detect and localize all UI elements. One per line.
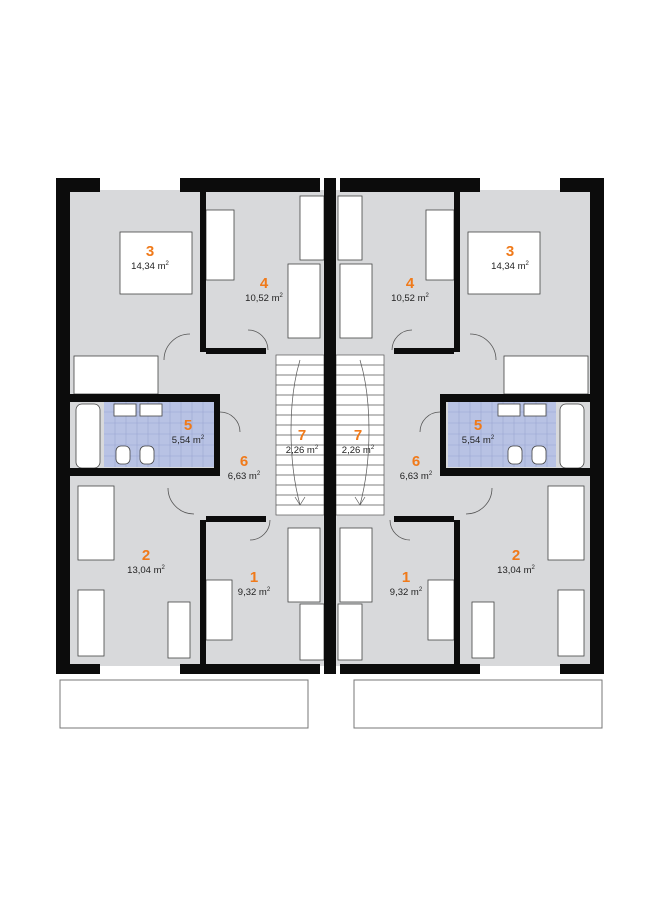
room-area: 14,34 m2 bbox=[131, 261, 169, 272]
room-number: 7 bbox=[298, 427, 306, 444]
room-area: 13,04 m2 bbox=[127, 565, 165, 576]
room-number: 6 bbox=[240, 453, 248, 470]
room-area: 5,54 m2 bbox=[172, 435, 205, 446]
room-number: 3 bbox=[506, 243, 514, 260]
room-number: 3 bbox=[146, 243, 154, 260]
room-number: 5 bbox=[184, 417, 192, 434]
room-number: 2 bbox=[512, 547, 520, 564]
walls bbox=[56, 178, 604, 674]
room-number: 1 bbox=[250, 569, 258, 586]
room-number: 5 bbox=[474, 417, 482, 434]
room-area: 6,63 m2 bbox=[400, 471, 433, 482]
room-area: 10,52 m2 bbox=[245, 293, 283, 304]
room-number: 4 bbox=[260, 275, 269, 292]
bathroom-tile-grid bbox=[104, 401, 556, 467]
room-area: 13,04 m2 bbox=[497, 565, 535, 576]
room-area: 14,34 m2 bbox=[491, 261, 529, 272]
furniture bbox=[73, 195, 589, 661]
room-number: 2 bbox=[142, 547, 150, 564]
room-number: 1 bbox=[402, 569, 410, 586]
room-area: 5,54 m2 bbox=[462, 435, 495, 446]
balcony bbox=[59, 679, 603, 729]
room-area: 9,32 m2 bbox=[390, 587, 423, 598]
room-number: 4 bbox=[406, 275, 415, 292]
room-number: 6 bbox=[412, 453, 420, 470]
room-area: 9,32 m2 bbox=[238, 587, 271, 598]
door-swings bbox=[163, 329, 497, 541]
room-area: 6,63 m2 bbox=[228, 471, 261, 482]
room-number: 7 bbox=[354, 427, 362, 444]
staircase bbox=[275, 354, 385, 516]
room-area: 2,26 m2 bbox=[342, 445, 375, 456]
room-area: 2,26 m2 bbox=[286, 445, 319, 456]
room-area: 10,52 m2 bbox=[391, 293, 429, 304]
